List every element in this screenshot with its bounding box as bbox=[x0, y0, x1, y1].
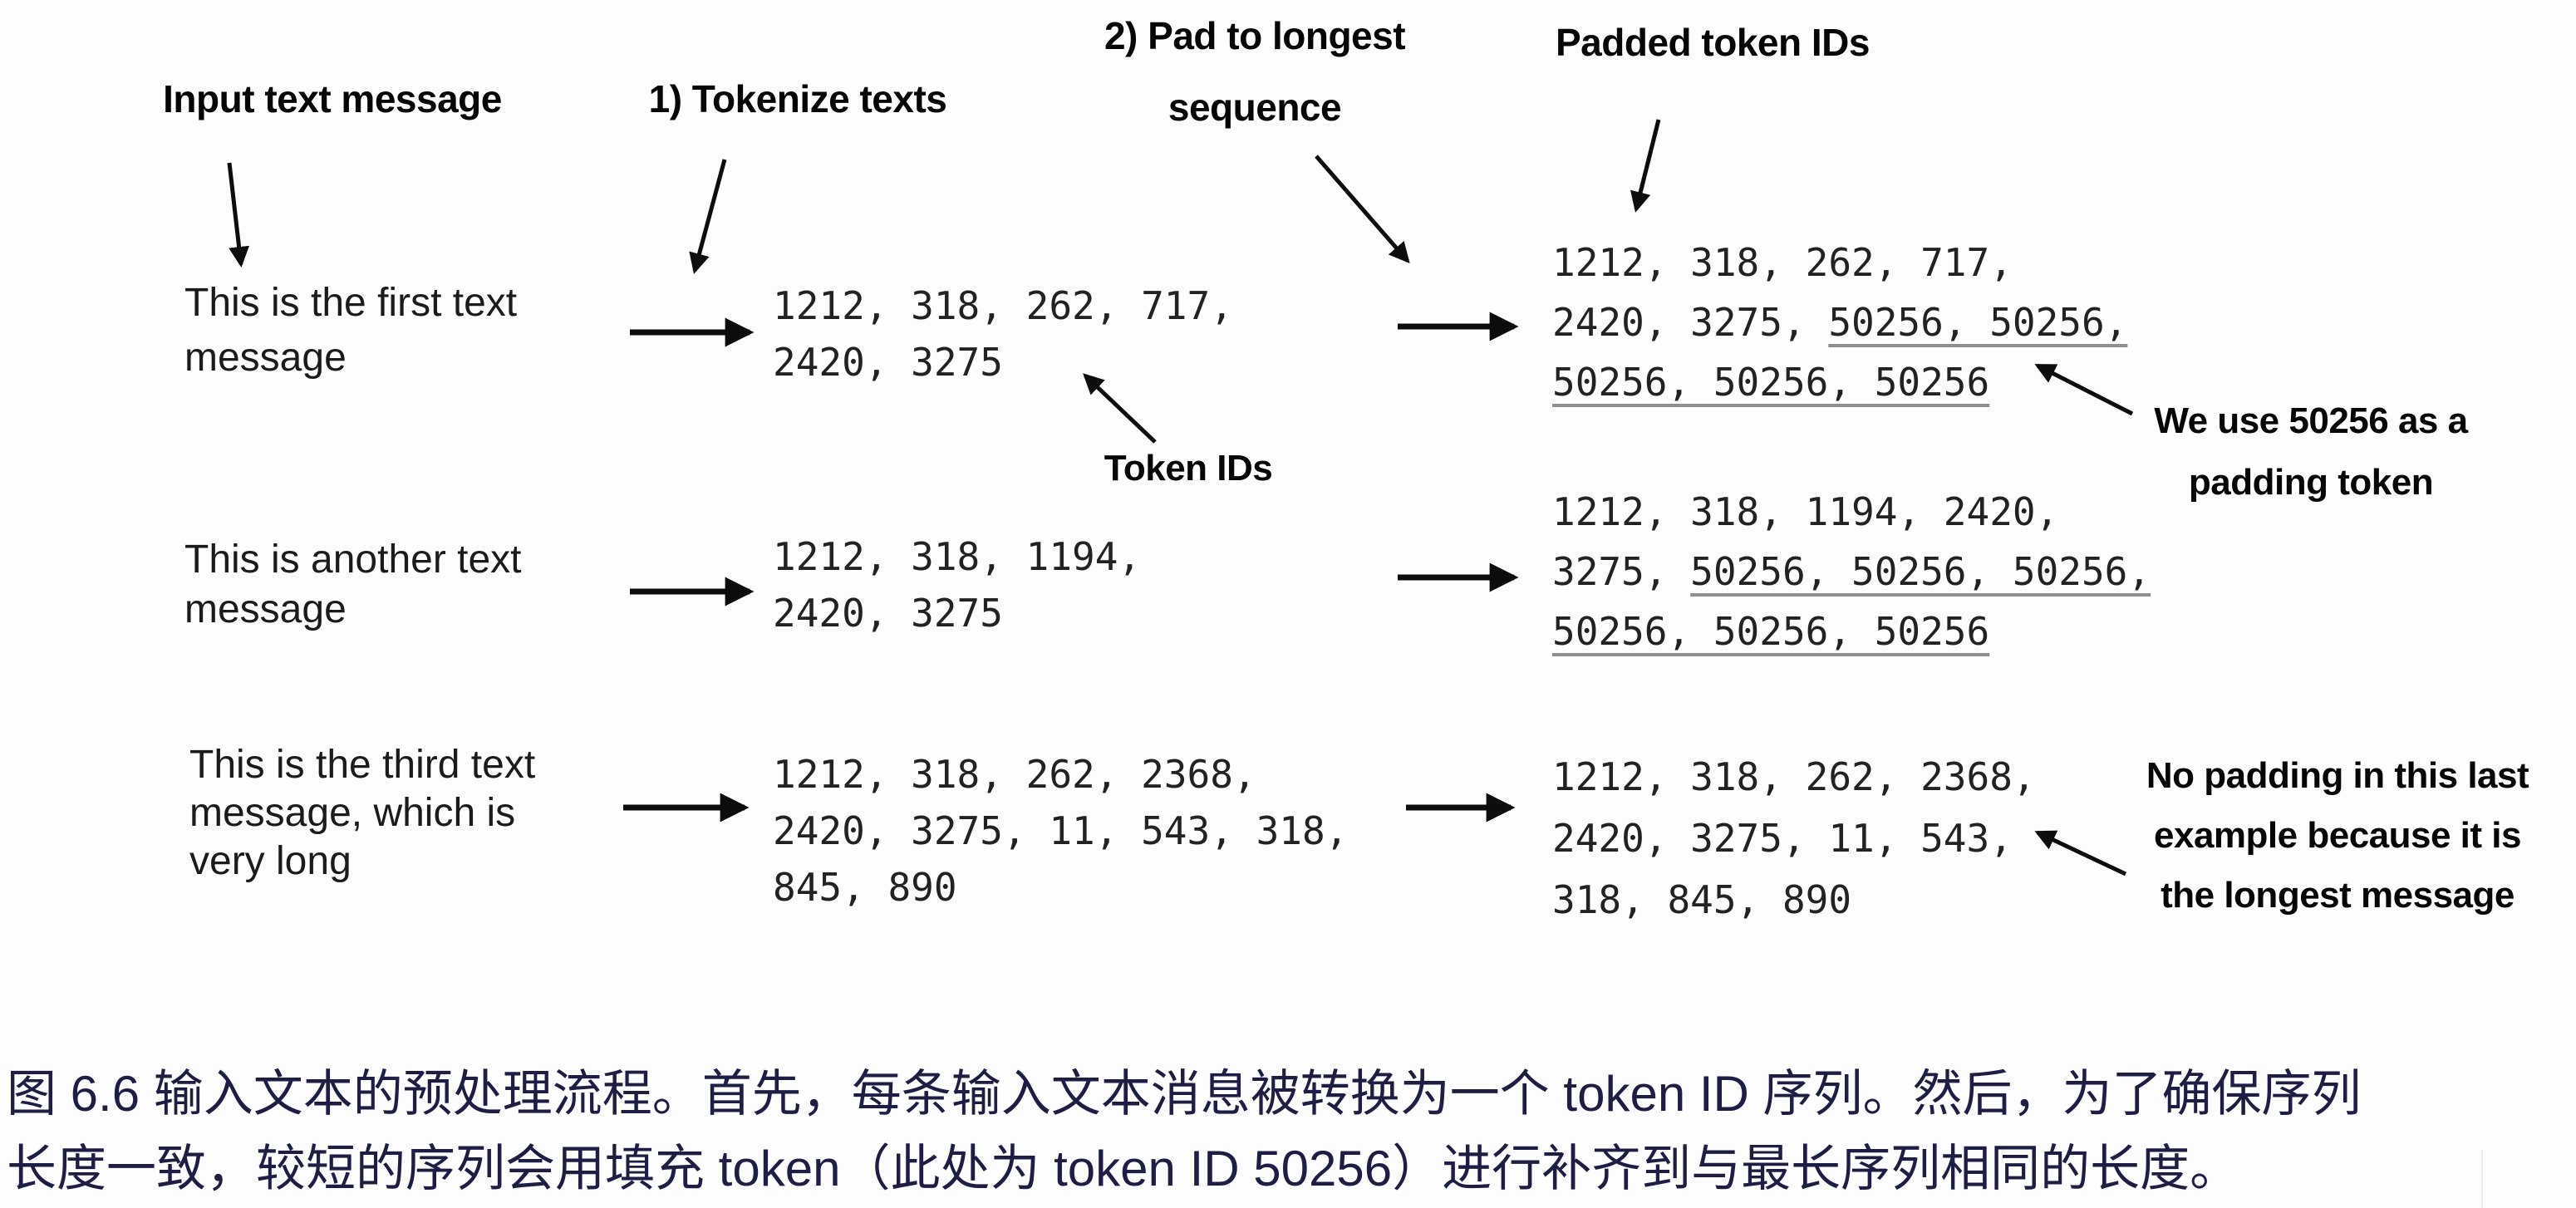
note-line: No padding in this last bbox=[2146, 755, 2529, 796]
arrow-input-label-down-icon bbox=[227, 162, 250, 268]
note-line: padding token bbox=[2188, 462, 2434, 503]
row3-token-ids: 1212, 318, 262, 2368, 2420, 3275, 11, 54… bbox=[773, 746, 1348, 916]
input-line: message bbox=[184, 336, 347, 380]
caption-line: 长度一致，较短的序列会用填充 token（此处为 token ID 50256）… bbox=[7, 1141, 2240, 1196]
label-pad-to-longest: 2) Pad to longest sequence bbox=[1072, 0, 1438, 143]
row1-token-ids: 1212, 318, 262, 717, 2420, 3275 bbox=[773, 277, 1233, 390]
padded-line: 1212, 318, 262, 717, bbox=[1552, 240, 2013, 285]
padded-line: 1212, 318, 262, 2368, bbox=[1552, 754, 2036, 799]
arrow-tokenize-label-down-icon bbox=[689, 159, 727, 274]
label-padded-token-ids: Padded token IDs bbox=[1556, 21, 1870, 64]
input-line: This is the third text bbox=[189, 743, 536, 787]
row2-input-message: This is another text message bbox=[184, 535, 522, 635]
row1-input-message: This is the first text message bbox=[184, 276, 517, 385]
arrow-no-padding-callout-icon bbox=[2034, 830, 2127, 877]
padded-line: 1212, 318, 1194, 2420, bbox=[1552, 489, 2059, 534]
padded-line: 2420, 3275, 11, 543, bbox=[1552, 816, 2013, 861]
row3-input-message: This is the third text message, which is… bbox=[189, 741, 535, 886]
label-input-text-message: Input text message bbox=[163, 77, 502, 120]
screen-artifact bbox=[2481, 1150, 2576, 1208]
padded-line: 50256, 50256, 50256 bbox=[1552, 602, 2151, 661]
figure-caption: 图 6.6 输入文本的预处理流程。首先，每条输入文本消息被转换为一个 token… bbox=[7, 1057, 2362, 1206]
token-line: 2420, 3275, 11, 543, 318, bbox=[773, 808, 1349, 853]
input-line: This is the first text bbox=[184, 281, 518, 325]
arrow-padded-label-down-icon bbox=[1630, 119, 1661, 213]
note-no-padding: No padding in this last example because … bbox=[2117, 746, 2558, 926]
token-line: 845, 890 bbox=[773, 865, 957, 910]
label-tokenize-texts: 1) Tokenize texts bbox=[648, 77, 947, 120]
input-line: This is another text bbox=[184, 538, 522, 582]
padding-tokens: 50256, 50256, 50256 bbox=[1552, 360, 1990, 405]
arrow-pad-label-down-icon bbox=[1315, 155, 1410, 264]
padding-tokens: 50256, 50256, 50256 bbox=[1552, 609, 1990, 654]
padding-tokens: 50256, 50256, bbox=[1828, 300, 2128, 345]
token-line: 2420, 3275 bbox=[773, 340, 1003, 385]
label-pad-line2: sequence bbox=[1168, 86, 1342, 129]
padded-line: 2420, 3275, 50256, 50256, bbox=[1552, 300, 2128, 345]
caption-line: 图 6.6 输入文本的预处理流程。首先，每条输入文本消息被转换为一个 token… bbox=[7, 1066, 2362, 1122]
input-line: message, which is bbox=[189, 791, 516, 835]
label-token-ids: Token IDs bbox=[1104, 448, 1273, 489]
token-line: 1212, 318, 262, 717, bbox=[773, 283, 1233, 328]
padded-line: 3275, 50256, 50256, 50256, bbox=[1552, 549, 2151, 594]
row1-padded-token-ids: 1212, 318, 262, 717, 2420, 3275, 50256, … bbox=[1552, 233, 2127, 412]
row3-padded-token-ids: 1212, 318, 262, 2368, 2420, 3275, 11, 54… bbox=[1552, 746, 2036, 931]
row2-padded-token-ids: 1212, 318, 1194, 2420, 3275, 50256, 5025… bbox=[1552, 482, 2151, 661]
token-line: 1212, 318, 1194, bbox=[773, 534, 1142, 579]
note-padding-token: We use 50256 as a padding token bbox=[2124, 390, 2498, 513]
padded-line: 50256, 50256, 50256 bbox=[1552, 352, 2127, 412]
row2-token-ids: 1212, 318, 1194, 2420, 3275 bbox=[773, 528, 1141, 641]
label-pad-line1: 2) Pad to longest bbox=[1104, 14, 1406, 57]
padding-tokens: 50256, 50256, 50256, bbox=[1690, 549, 2151, 594]
note-line: example because it is bbox=[2154, 815, 2521, 856]
input-line: message bbox=[184, 587, 347, 631]
padded-line: 318, 845, 890 bbox=[1552, 877, 1852, 922]
note-line: the longest message bbox=[2161, 875, 2515, 916]
input-line: very long bbox=[189, 839, 351, 883]
token-line: 2420, 3275 bbox=[773, 591, 1003, 636]
token-line: 1212, 318, 262, 2368, bbox=[773, 752, 1256, 797]
note-line: We use 50256 as a bbox=[2154, 400, 2468, 441]
